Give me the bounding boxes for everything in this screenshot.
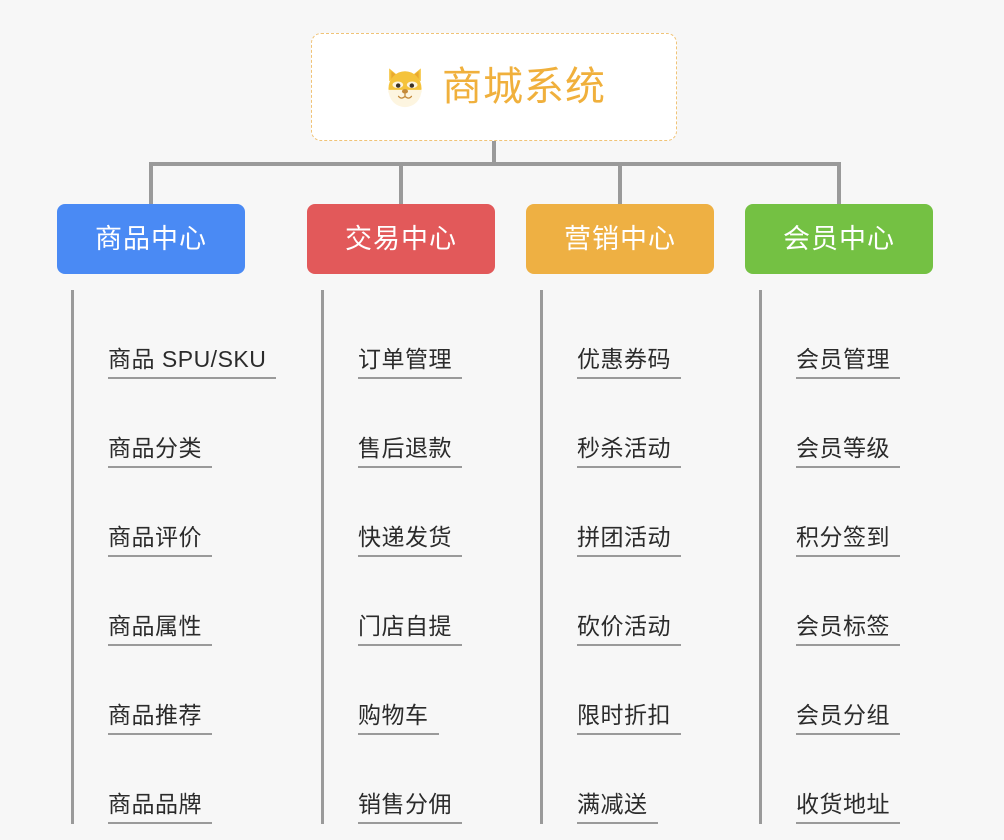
root-node[interactable]: 商城系统 (311, 33, 677, 141)
leaf-label: 满减送 (577, 791, 658, 824)
list-item[interactable]: 优惠券码 (543, 290, 714, 379)
leaf-label: 积分签到 (796, 524, 900, 557)
list-item[interactable]: 门店自提 (324, 557, 495, 646)
leaf-label: 订单管理 (358, 346, 462, 379)
connector-drop-product (149, 162, 153, 206)
list-item[interactable]: 商品属性 (74, 557, 245, 646)
list-item[interactable]: 满减送 (543, 735, 714, 824)
list-item[interactable]: 拼团活动 (543, 468, 714, 557)
leaf-list-member-center: 会员管理 会员等级 积分签到 会员标签 会员分组 收货地址 (759, 290, 933, 824)
leaf-list-trade-center: 订单管理 售后退款 快递发货 门店自提 购物车 销售分佣 (321, 290, 495, 824)
leaf-label: 售后退款 (358, 435, 462, 468)
category-label: 商品中心 (95, 223, 207, 254)
list-item[interactable]: 商品 SPU/SKU (74, 290, 277, 379)
leaf-label: 商品属性 (108, 613, 212, 646)
branch-member-center: 会员中心 会员管理 会员等级 积分签到 会员标签 会员分组 收货地址 (745, 204, 933, 824)
list-item[interactable]: 商品推荐 (74, 646, 245, 735)
leaf-label: 砍价活动 (577, 613, 681, 646)
leaf-label: 会员标签 (796, 613, 900, 646)
shiba-dog-face-icon (388, 68, 422, 108)
leaf-label: 会员分组 (796, 702, 900, 735)
category-header-member-center[interactable]: 会员中心 (745, 204, 933, 274)
branch-product-center: 商品中心 商品 SPU/SKU 商品分类 商品评价 商品属性 商品推荐 商品品牌 (57, 204, 277, 824)
list-item[interactable]: 会员等级 (762, 379, 933, 468)
leaf-label: 商品推荐 (108, 702, 212, 735)
category-header-marketing-center[interactable]: 营销中心 (526, 204, 714, 274)
leaf-label: 商品评价 (108, 524, 212, 557)
leaf-label: 销售分佣 (358, 791, 462, 824)
leaf-label: 会员管理 (796, 346, 900, 379)
connector-root-stem (492, 141, 496, 164)
leaf-label: 商品品牌 (108, 791, 212, 824)
list-item[interactable]: 砍价活动 (543, 557, 714, 646)
list-item[interactable]: 销售分佣 (324, 735, 495, 824)
list-item[interactable]: 限时折扣 (543, 646, 714, 735)
connector-bus (149, 162, 840, 166)
leaf-label: 商品 SPU/SKU (108, 346, 277, 379)
leaf-label: 秒杀活动 (577, 435, 681, 468)
list-item[interactable]: 秒杀活动 (543, 379, 714, 468)
leaf-list-product-center: 商品 SPU/SKU 商品分类 商品评价 商品属性 商品推荐 商品品牌 (71, 290, 277, 824)
list-item[interactable]: 积分签到 (762, 468, 933, 557)
category-label: 营销中心 (564, 223, 676, 254)
leaf-label: 拼团活动 (577, 524, 681, 557)
list-item[interactable]: 会员分组 (762, 646, 933, 735)
branch-marketing-center: 营销中心 优惠券码 秒杀活动 拼团活动 砍价活动 限时折扣 满减送 (526, 204, 714, 824)
list-item[interactable]: 购物车 (324, 646, 495, 735)
leaf-label: 收货地址 (796, 791, 900, 824)
leaf-label: 门店自提 (358, 613, 462, 646)
category-header-trade-center[interactable]: 交易中心 (307, 204, 495, 274)
list-item[interactable]: 收货地址 (762, 735, 933, 824)
connector-drop-trade (399, 162, 403, 206)
category-header-product-center[interactable]: 商品中心 (57, 204, 245, 274)
leaf-list-marketing-center: 优惠券码 秒杀活动 拼团活动 砍价活动 限时折扣 满减送 (540, 290, 714, 824)
connector-drop-marketing (618, 162, 622, 206)
list-item[interactable]: 商品品牌 (74, 735, 245, 824)
leaf-label: 限时折扣 (577, 702, 681, 735)
list-item[interactable]: 商品分类 (74, 379, 245, 468)
category-label: 交易中心 (345, 223, 457, 254)
leaf-label: 购物车 (358, 702, 439, 735)
branch-trade-center: 交易中心 订单管理 售后退款 快递发货 门店自提 购物车 销售分佣 (307, 204, 495, 824)
list-item[interactable]: 订单管理 (324, 290, 495, 379)
connector-drop-member (837, 162, 841, 206)
leaf-label: 商品分类 (108, 435, 212, 468)
root-title: 商城系统 (442, 65, 606, 109)
list-item[interactable]: 会员标签 (762, 557, 933, 646)
leaf-label: 优惠券码 (577, 346, 681, 379)
list-item[interactable]: 售后退款 (324, 379, 495, 468)
list-item[interactable]: 会员管理 (762, 290, 933, 379)
list-item[interactable]: 快递发货 (324, 468, 495, 557)
leaf-label: 快递发货 (358, 524, 462, 557)
list-item[interactable]: 商品评价 (74, 468, 245, 557)
leaf-label: 会员等级 (796, 435, 900, 468)
category-label: 会员中心 (783, 223, 895, 254)
